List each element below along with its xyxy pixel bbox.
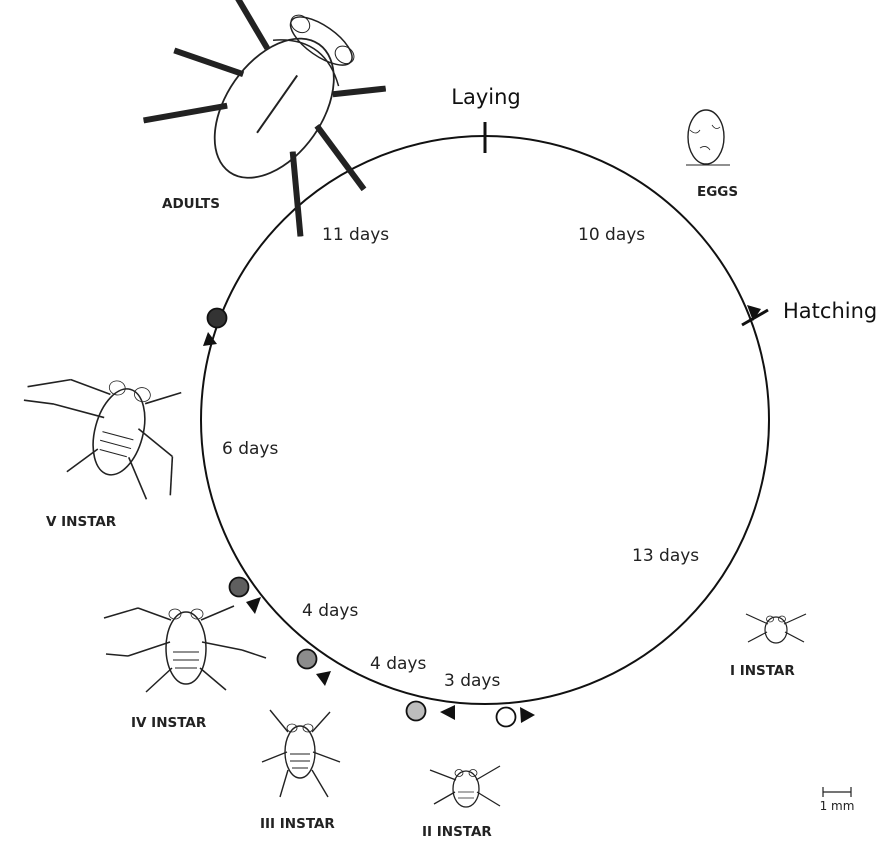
arrow-instar4 <box>246 597 261 614</box>
marker-instar4 <box>230 578 249 597</box>
stage-label-instar2: II INSTAR <box>422 824 492 840</box>
instar4-illustration <box>104 606 266 692</box>
stage-label-instar1: I INSTAR <box>730 663 795 679</box>
instar3-illustration <box>262 710 340 797</box>
marker-instar1 <box>497 708 516 727</box>
instar2-illustration <box>430 766 500 807</box>
arrow-instar3 <box>316 671 331 686</box>
marker-instar3 <box>298 650 317 669</box>
stage-label-eggs: EGGS <box>697 184 738 200</box>
egg-illustration <box>686 110 730 165</box>
instar1-illustration <box>746 614 806 643</box>
cycle-circle <box>201 136 769 704</box>
scale-bar: 1 mm <box>820 787 855 813</box>
cycle-arrows <box>203 305 761 723</box>
scale-bar-label: 1 mm <box>820 799 855 813</box>
marker-adult <box>208 309 227 328</box>
duration-instar4: 4 days <box>302 601 358 621</box>
adult-bug-illustration <box>128 0 428 251</box>
hatching-label: Hatching <box>783 299 877 323</box>
duration-adults: 11 days <box>322 225 389 245</box>
stage-label-instar4: IV INSTAR <box>131 715 207 731</box>
duration-instar5: 6 days <box>222 439 278 459</box>
arrow-instar2 <box>440 705 455 720</box>
instar5-illustration <box>7 354 196 505</box>
laying-label: Laying <box>451 85 520 109</box>
arrow-instar1 <box>520 707 535 723</box>
stage-label-adults: ADULTS <box>162 196 220 212</box>
stage-label-instar5: V INSTAR <box>46 514 117 530</box>
duration-instar2: 3 days <box>444 671 500 691</box>
marker-instar2 <box>407 702 426 721</box>
duration-instar3: 4 days <box>370 654 426 674</box>
duration-instar1: 13 days <box>632 546 699 566</box>
stage-label-instar3: III INSTAR <box>260 816 335 832</box>
duration-eggs: 10 days <box>578 225 645 245</box>
